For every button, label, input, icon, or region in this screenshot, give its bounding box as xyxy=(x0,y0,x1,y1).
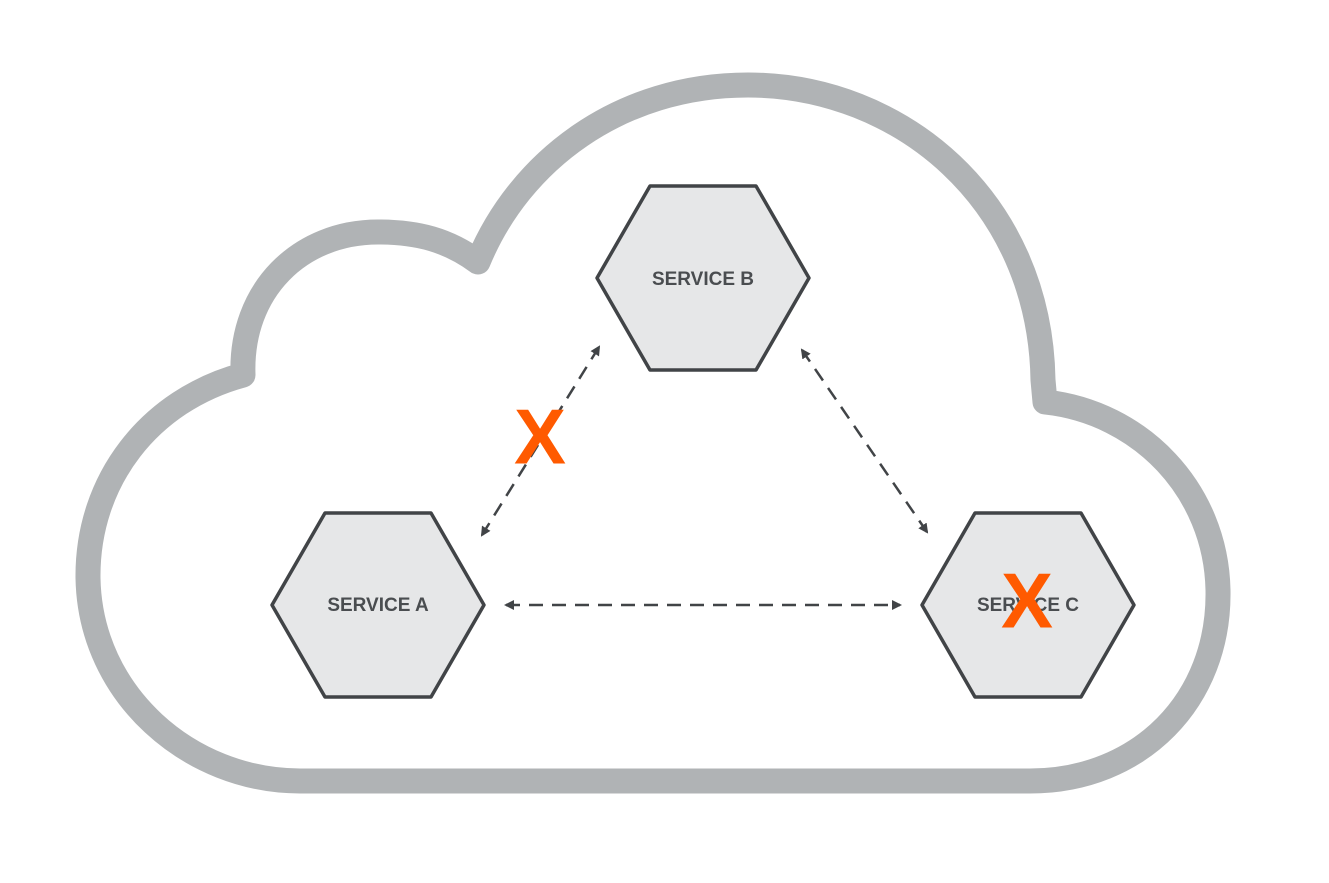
x-mark-icon: X xyxy=(514,393,566,481)
service-c-label: SERVICE C xyxy=(977,595,1079,616)
connector-b-c xyxy=(800,348,929,534)
hexagon-icon xyxy=(920,511,1136,699)
hexagon-icon xyxy=(270,511,486,699)
service-b-label: SERVICE B xyxy=(652,269,754,290)
connector-a-b xyxy=(480,345,601,537)
service-b-node: SERVICE B xyxy=(595,184,811,372)
service-a-node: SERVICE A xyxy=(270,511,486,699)
cloud-icon xyxy=(75,72,1231,794)
service-c-node: SERVICE C xyxy=(920,511,1136,699)
x-mark-icon: X xyxy=(1001,557,1053,645)
service-a-label: SERVICE A xyxy=(327,595,429,616)
hexagon-icon xyxy=(595,184,811,372)
